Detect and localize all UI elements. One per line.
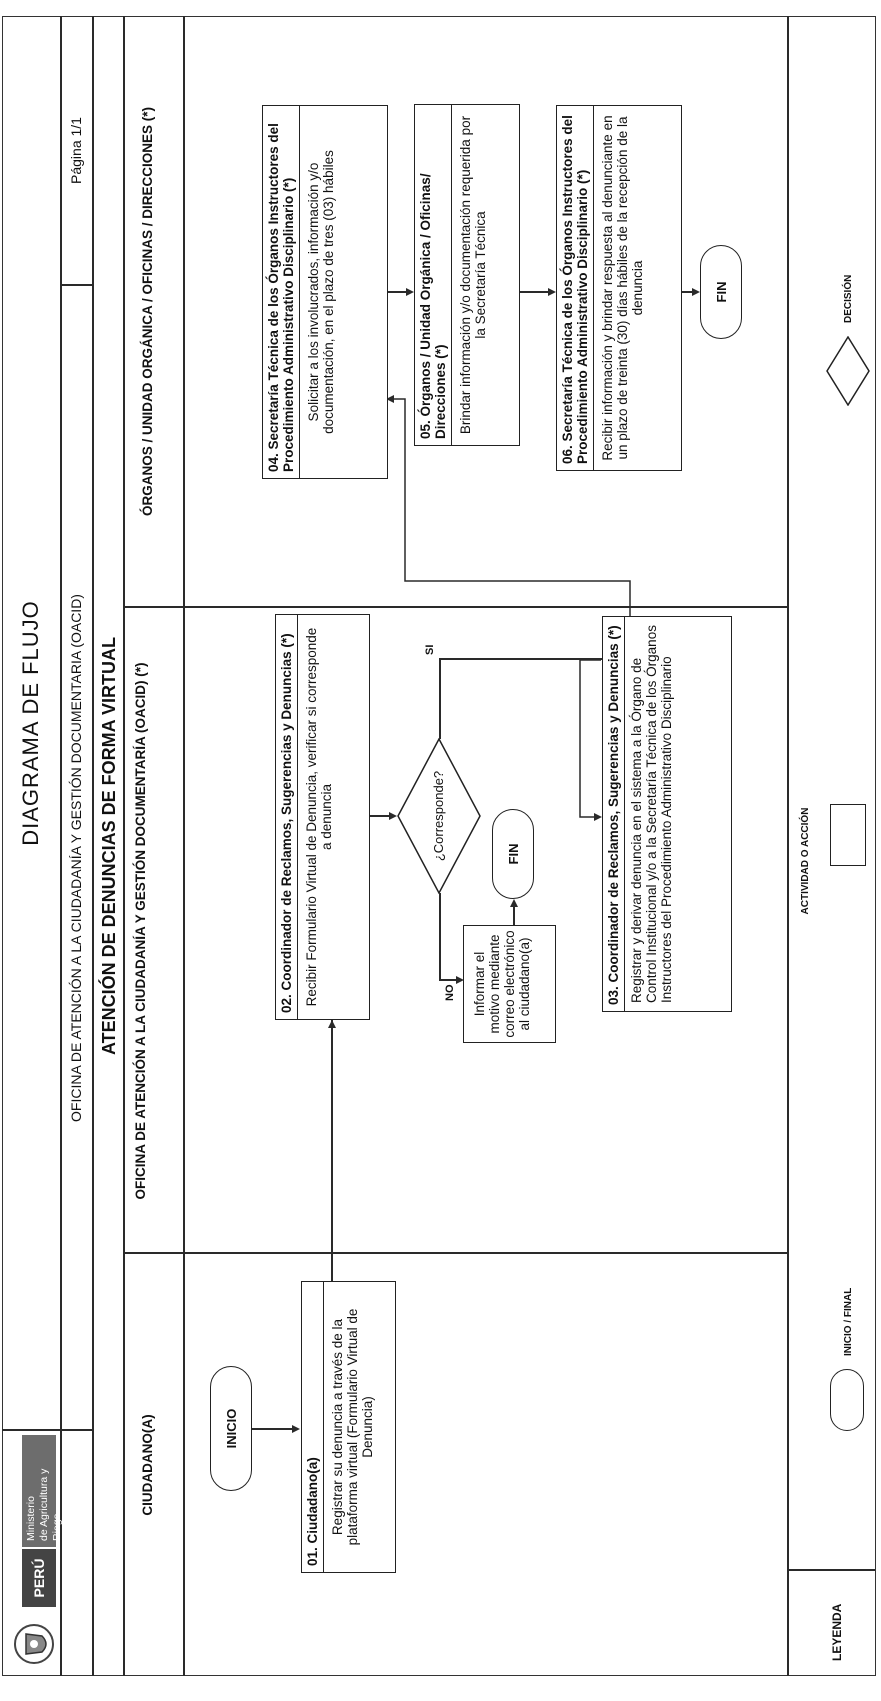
legend-start-end-symbol <box>830 1369 864 1431</box>
end-terminal-right: FIN <box>700 245 742 339</box>
end-label-right: FIN <box>713 281 729 303</box>
step06-box: 06. Secretaría Técnica de los Órganos In… <box>556 105 682 471</box>
step06-body: Recibir información y brindar respuesta … <box>600 115 645 461</box>
decision-diamond: ¿Corresponde? <box>397 737 481 895</box>
shield-logo-icon <box>10 1620 58 1668</box>
legend-activity-symbol <box>830 804 866 866</box>
legend-title-divider <box>788 1569 875 1571</box>
step06-head: 06. Secretaría Técnica de los Órganos In… <box>557 106 594 470</box>
legend-start-end-label: INICIO / FINAL <box>843 1287 854 1356</box>
arrowhead-step06 <box>548 288 556 296</box>
step05-body: Brindar información y/o documentación re… <box>458 115 488 435</box>
step05-head: 05. Órganos / Unidad Orgánica / Oficinas… <box>415 105 452 445</box>
legend-decision-label: DECISIÓN <box>843 274 854 323</box>
legend-decision-symbol <box>826 335 870 407</box>
arrowhead-step05 <box>406 288 414 296</box>
arrowhead-fin-right <box>692 288 700 296</box>
legend-activity-label: ACTIVIDAD O ACCIÓN <box>800 807 811 915</box>
step05-box: 05. Órganos / Unidad Orgánica / Oficinas… <box>414 104 520 446</box>
step04-box: 04. Secretaría Técnica de los Órganos In… <box>262 105 388 479</box>
legend-title: LEYENDA <box>830 1603 844 1661</box>
step04-body: Solicitar a los involucrados, informació… <box>306 150 336 434</box>
step04-head: 04. Secretaría Técnica de los Órganos In… <box>263 106 300 478</box>
